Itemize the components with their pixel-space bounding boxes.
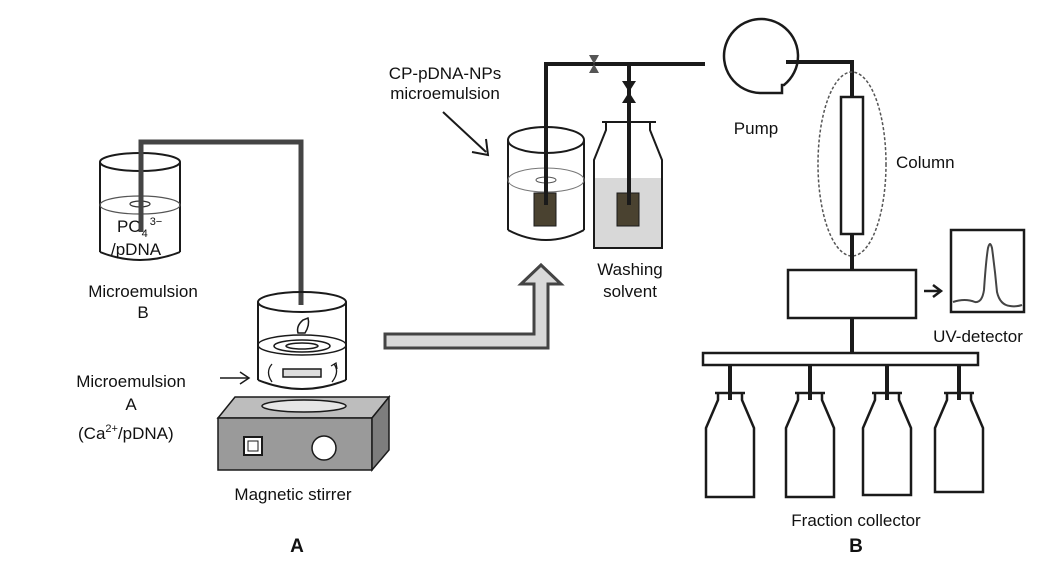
detector-unit [786,268,918,320]
collector-bottles [704,365,985,499]
magnetic-stirrer-label: Magnetic stirrer [234,485,351,504]
pointer-arrow-icon [442,111,490,157]
uv-chromatogram-display [949,228,1026,314]
beaker-b-contents: PO43− [117,216,162,240]
microemulsion-a-caption-letter: A [125,395,137,414]
pointer-arrow-icon [220,371,251,385]
washing-solvent-label-line2: solvent [603,282,657,301]
uv-detector-label: UV-detector [933,327,1023,346]
washing-solvent-label: Washing [597,260,663,279]
pump [722,17,800,95]
collector-bottle [861,393,913,497]
fraction-collector-label: Fraction collector [791,511,921,530]
chromatogram-peak [952,243,1023,308]
stir-bar [282,368,322,378]
cp-pdna-nps-label: CP-pDNA-NPs [389,64,501,83]
collector-manifold [701,351,980,367]
panel-label-b: B [849,536,863,557]
panel-b: CP-pDNA-NPs microemulsion Washing solven… [389,17,1026,530]
valve-icon [589,55,599,73]
collector-bottle [933,393,985,494]
panel-label-a: A [290,536,304,557]
transfer-tube [138,139,304,305]
microemulsion-a-contents: (Ca2+/pDNA) [78,423,174,443]
process-arrow-icon [383,262,565,350]
column-highlight [817,71,887,257]
column-label: Column [896,153,955,172]
collector-bottle [704,393,756,499]
cp-pdna-nps-label-line2: microemulsion [390,84,500,103]
droplet-icon [296,316,310,334]
inlet-tube [544,62,705,205]
collector-bottle [784,393,836,499]
pump-label: Pump [734,119,778,138]
arrow-right-icon [924,284,944,298]
panel-a: PO43− /pDNA Microemulsion B Microemulsio… [76,139,391,504]
speed-knob [311,435,337,461]
beaker-microemulsion-a [257,291,347,390]
chromatography-column [839,95,865,236]
stirrer-plate [261,399,347,413]
microemulsion-a-caption: Microemulsion [76,372,186,391]
washing-solvent-bottle [593,121,663,249]
microemulsion-b-caption: Microemulsion [88,282,198,301]
valve-icon [622,81,636,103]
beaker-b-contents-line2: /pDNA [111,240,162,259]
magnetic-stirrer [216,394,391,473]
pump-outlet-tube [786,60,854,97]
microemulsion-b-caption-letter: B [137,303,148,322]
